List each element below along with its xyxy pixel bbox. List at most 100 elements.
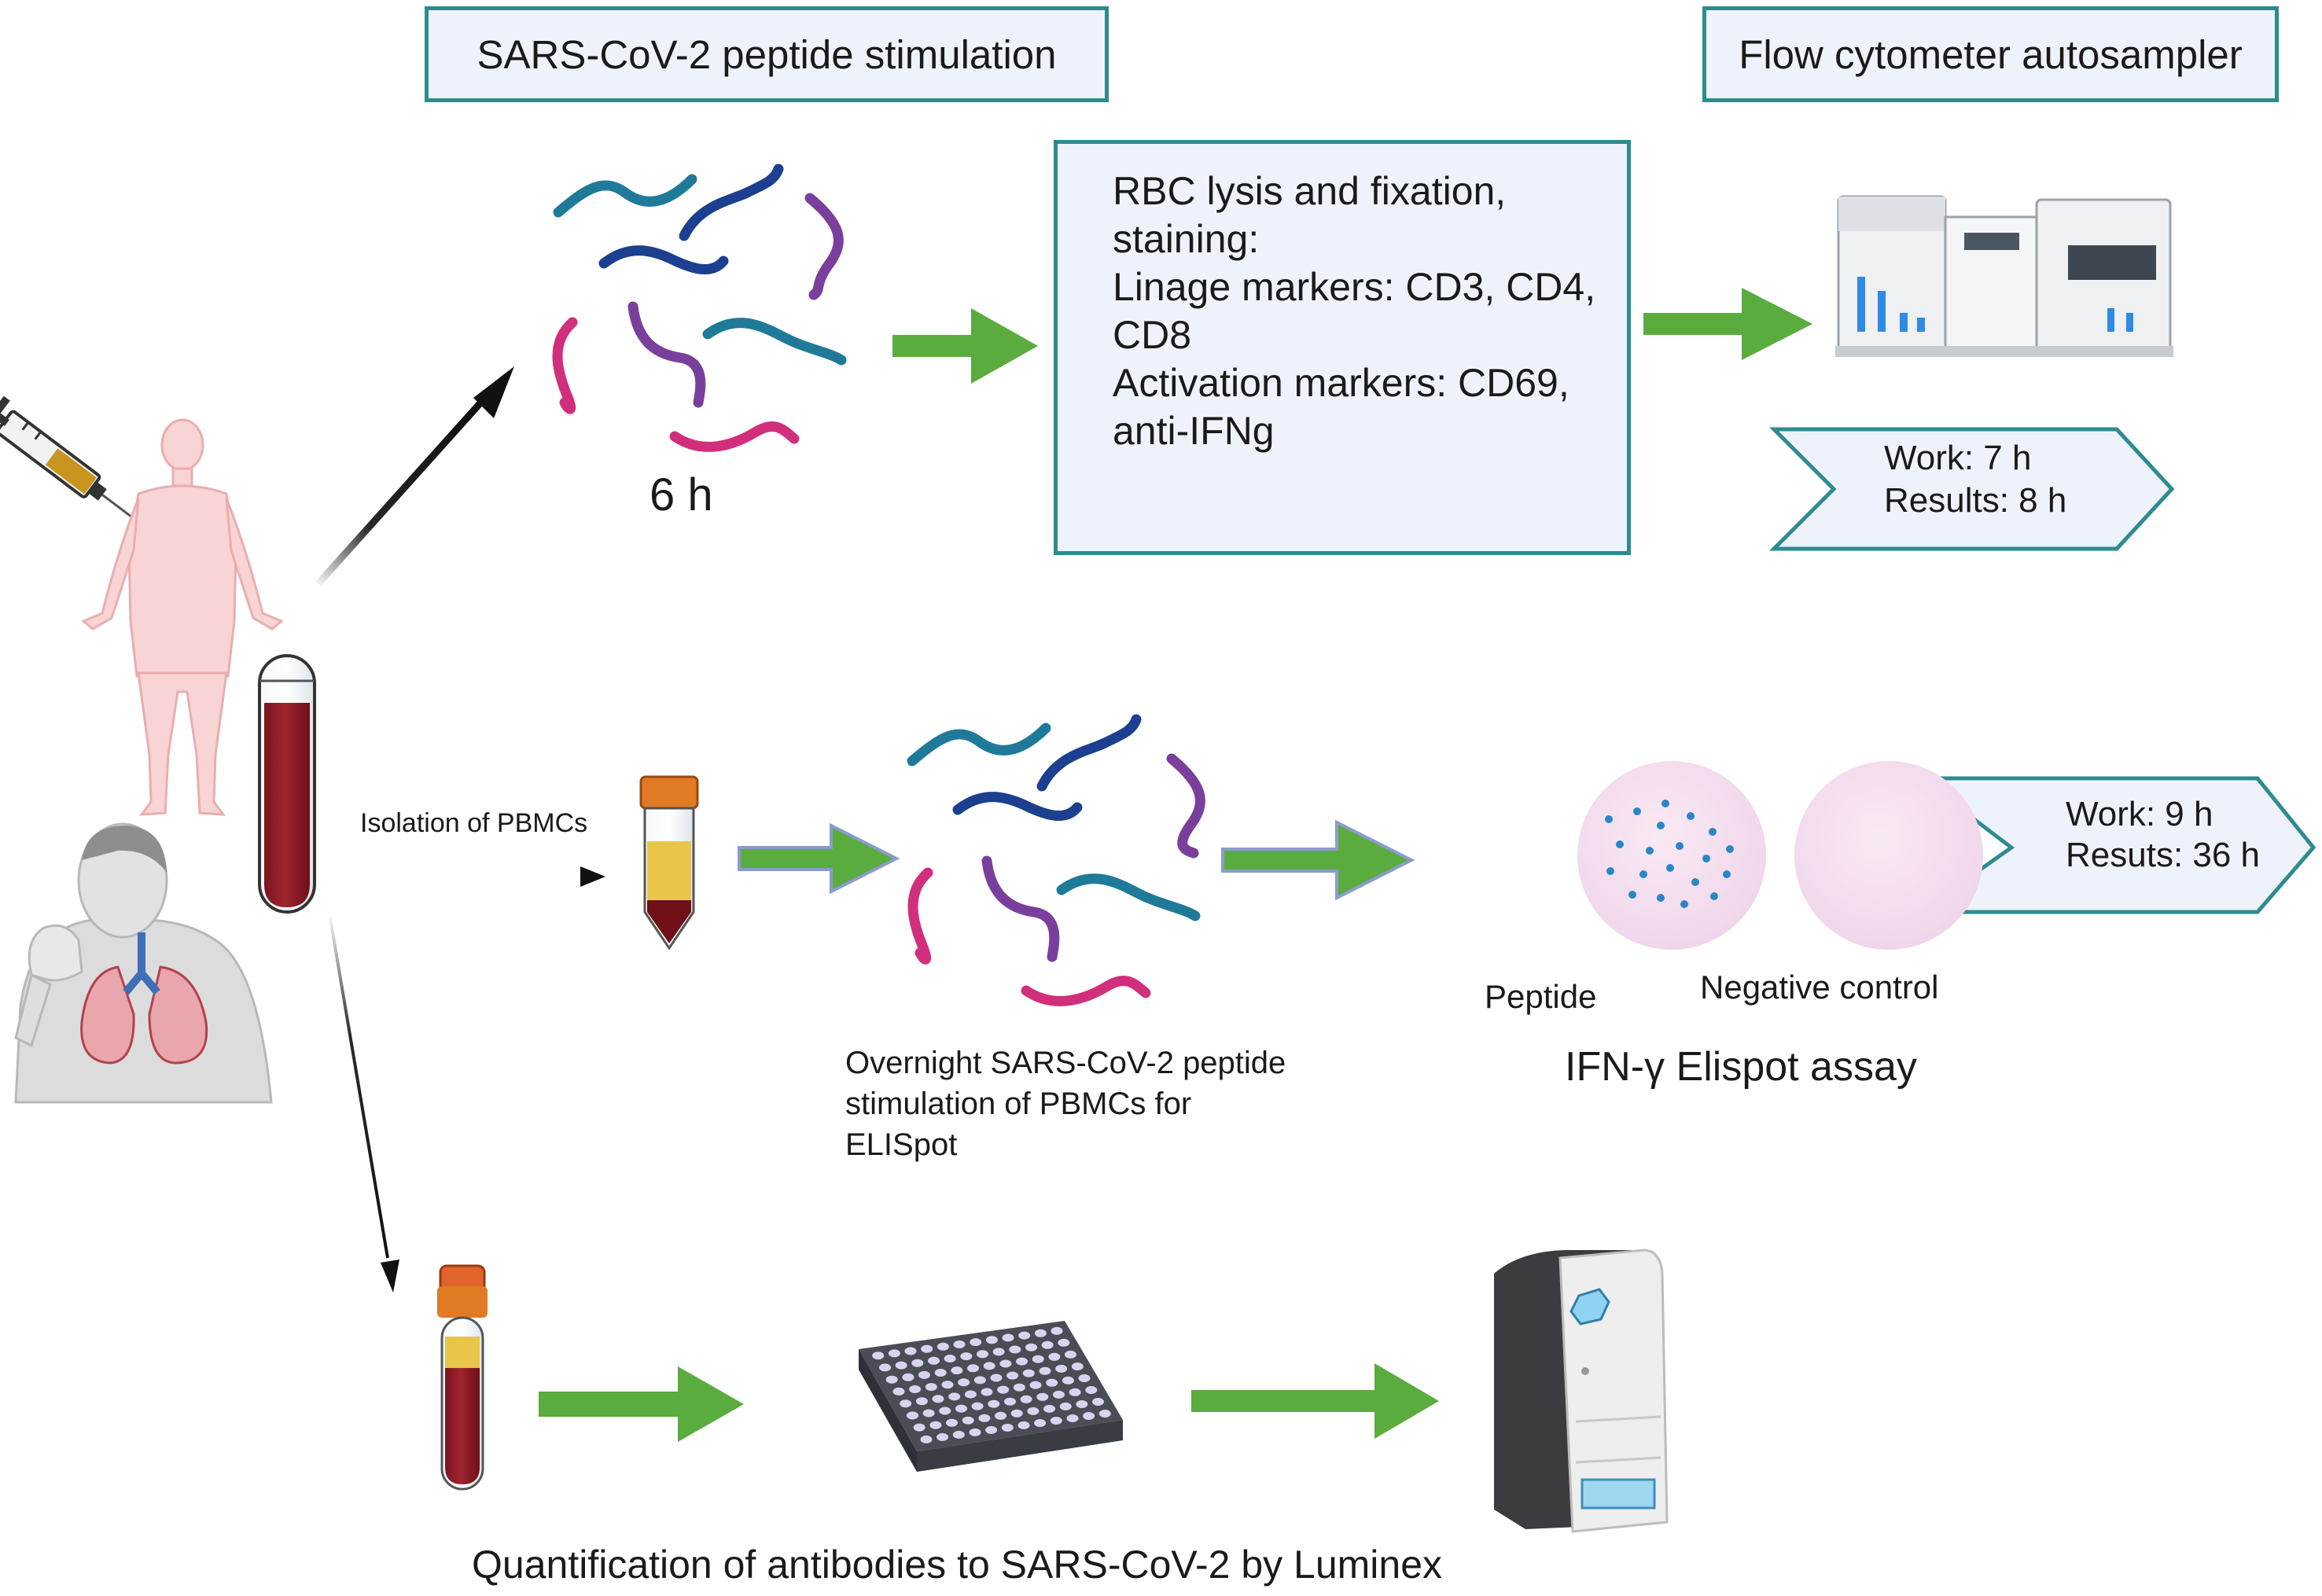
plate-well [872,1351,885,1360]
plate-well [1027,1407,1040,1415]
plate-well [973,1376,986,1385]
negative-control-label: Negative control [1700,969,1939,1006]
plate-well [990,1374,1003,1382]
negative-control-well [1794,761,1983,950]
plate-well [958,1378,970,1387]
timing-middle-text: Work: 9 h Resuts: 36 h [2066,794,2260,876]
plate-well [985,1336,998,1344]
plate-well [1046,1378,1058,1387]
staining-line: Activation markers: CD69, [1113,361,1569,405]
serum-tube-icon [437,1264,488,1491]
overnight-stimulation-text: Overnight SARS-CoV-2 peptide stimulation… [845,1043,1286,1165]
plate-well [952,1430,965,1439]
timing-chevrons [1768,427,2316,914]
plate-well [921,1344,933,1353]
peptide-well [1577,761,1766,950]
timing-top-text: Work: 7 h Results: 8 h [1884,437,2066,522]
plate-well [937,1432,949,1441]
staining-line: RBC lysis and fixation, [1113,169,1507,213]
source-arrows [315,366,605,1293]
plate-well [1032,1355,1044,1363]
plate-well [1025,1343,1037,1351]
plate-well [1069,1388,1081,1396]
green-arrow-5 [539,1366,744,1442]
isolation-label: Isolation of PBMCs [360,808,588,838]
plate-well [1076,1400,1088,1408]
staining-line: staining: [1113,217,1260,261]
plate-well [900,1399,912,1408]
plate-well [895,1361,907,1370]
elispot-wells [1577,761,1983,950]
green-arrow-2 [1643,288,1812,360]
staining-line: CD8 [1113,313,1192,357]
plate-well [937,1342,949,1351]
plate-well [892,1387,905,1396]
plate-well [992,1348,1005,1356]
plate-well [953,1340,966,1348]
plate-well [1009,1345,1021,1354]
peptide-label: Peptide [1485,978,1597,1015]
plate-well [964,1390,977,1399]
plate-well [1020,1395,1032,1403]
plate-well [1041,1340,1054,1349]
plate-well [1010,1409,1023,1418]
timing-work: Work: 9 h [2066,795,2213,833]
staining-text: RBC lysis and fixation, staining: Linage… [1113,167,1595,455]
plate-well [1017,1421,1030,1429]
plate-well [879,1363,891,1372]
plate-well [983,1362,995,1370]
plate-well [929,1421,942,1429]
plate-well [962,1416,974,1425]
plate-well [1098,1410,1111,1418]
plate-well [934,1369,947,1377]
plate-well [1006,1371,1019,1380]
peptides-middle-icon [907,714,1205,1006]
plate-well [1092,1398,1104,1406]
plate-well [1043,1404,1055,1413]
plate-well [888,1349,900,1358]
staining-line: anti-IFNg [1113,409,1275,453]
timing-results: Resuts: 36 h [2066,836,2261,874]
plate-well [885,1375,898,1384]
plate-well [970,1338,982,1347]
plate-well [918,1370,930,1379]
plate-well [960,1352,973,1361]
plate-well [1059,1402,1072,1410]
plate-well [1058,1338,1070,1347]
elispot-spots [1605,800,1734,908]
plate-well [946,1418,958,1427]
plate-well [1036,1392,1049,1401]
plate-well [925,1383,937,1392]
plate-well [1055,1364,1068,1373]
header-autosampler-text: Flow cytometer autosampler [1739,31,2243,77]
plate-well [967,1364,979,1373]
stimulation-line: stimulation of PBMCs for [845,1087,1192,1121]
stimulation-line: Overnight SARS-CoV-2 peptide [845,1046,1286,1080]
incubation-duration: 6 h [649,469,713,520]
plate-well [911,1359,924,1367]
plate-well [1034,1419,1047,1427]
plate-well [951,1366,963,1375]
plate-well [1029,1381,1042,1389]
microplate-icon [859,1321,1123,1472]
plate-well [1039,1366,1051,1375]
staining-line: Linage markers: CD3, CD4, [1113,265,1596,309]
plate-well [981,1388,993,1396]
plate-well [969,1428,981,1436]
plate-well [1013,1383,1025,1392]
plate-well [985,1425,998,1434]
plate-well [1066,1414,1079,1422]
human-body-icon [81,418,284,816]
plate-well [1016,1357,1028,1366]
plate-well [997,1385,1010,1394]
plate-well [902,1373,914,1381]
plate-well [1078,1374,1091,1382]
plate-well [1022,1369,1035,1377]
coughing-patient-icon [14,822,273,1104]
plate-well [978,1414,991,1422]
timing-chevron-middle [1914,776,2316,914]
plate-well [1062,1376,1074,1385]
plate-well [915,1397,928,1406]
